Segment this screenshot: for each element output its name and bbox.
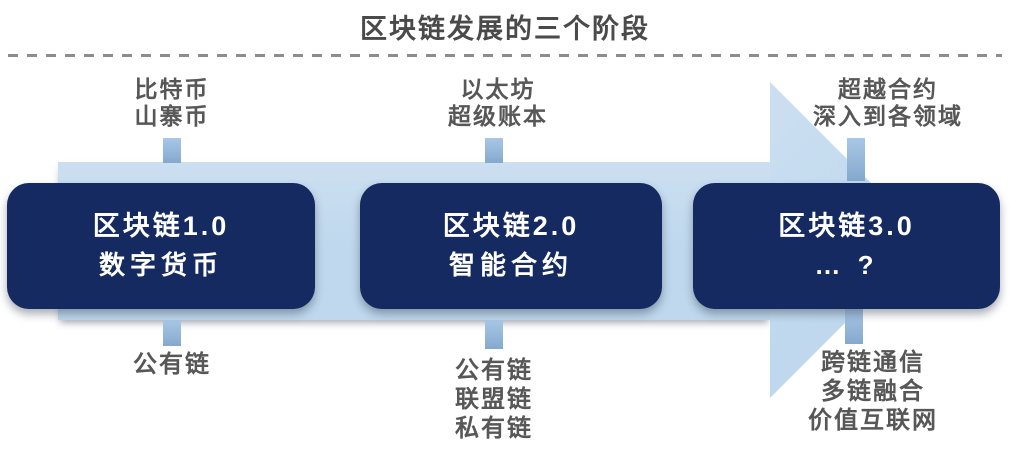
- stage2-bottom-label-line1: 公有链: [455, 357, 533, 384]
- stage3-bottom-label-line1: 跨链通信: [821, 349, 925, 376]
- stage2-top-label: 以太坊 超级账本: [348, 76, 648, 130]
- stage2-top-label-line2: 超级账本: [448, 103, 548, 129]
- stage1-box-subtitle: 数字货币: [98, 250, 223, 280]
- connector-tick-stage2-top: [485, 138, 503, 163]
- stage1-top-label-line1: 比特币: [134, 76, 210, 102]
- stage2-top-label-line1: 以太坊: [460, 76, 536, 102]
- stage2-bottom-label-line2: 联盟链: [455, 386, 533, 413]
- stage3-bottom-label-line3: 价值互联网: [808, 407, 938, 434]
- stage2-bottom-label-line3: 私有链: [455, 415, 533, 442]
- dashed-divider: [8, 54, 1002, 57]
- stage1-top-label-line2: 山寨币: [134, 103, 210, 129]
- stage1-top-label: 比特币 山寨币: [22, 76, 322, 130]
- connector-tick-stage2-bottom: [485, 320, 503, 349]
- stage3-top-label-line2: 深入到各领域: [813, 103, 963, 129]
- stage1-bottom-label-line1: 公有链: [133, 351, 211, 378]
- stage3-box-subtitle: … ?: [814, 250, 879, 280]
- connector-tick-stage1-bottom: [163, 320, 181, 346]
- stage1-bottom-label: 公有链: [22, 350, 322, 379]
- connector-tick-stage1-top: [163, 138, 181, 163]
- stage3-box: 区块链3.0 … ?: [693, 183, 1000, 309]
- stage3-bottom-label-line2: 多链融合: [821, 378, 925, 405]
- stage3-top-label: 超越合约 深入到各领域: [738, 76, 1010, 130]
- stage3-bottom-label: 跨链通信 多链融合 价值互联网: [723, 348, 1010, 435]
- stage3-box-title: 区块链3.0: [778, 211, 915, 241]
- connector-tick-stage3-top: [847, 138, 865, 181]
- stage3-top-label-line1: 超越合约: [838, 76, 938, 102]
- stage2-box-subtitle: 智能合约: [448, 250, 573, 280]
- stage2-box-title: 区块链2.0: [442, 211, 580, 241]
- stage2-box: 区块链2.0 智能合约: [360, 183, 662, 309]
- stage1-box: 区块链1.0 数字货币: [7, 183, 315, 309]
- connector-tick-stage3-bottom: [845, 308, 863, 344]
- stage1-box-title: 区块链1.0: [92, 211, 230, 241]
- diagram-title: 区块链发展的三个阶段: [360, 14, 650, 44]
- stage2-bottom-label: 公有链 联盟链 私有链: [344, 356, 644, 443]
